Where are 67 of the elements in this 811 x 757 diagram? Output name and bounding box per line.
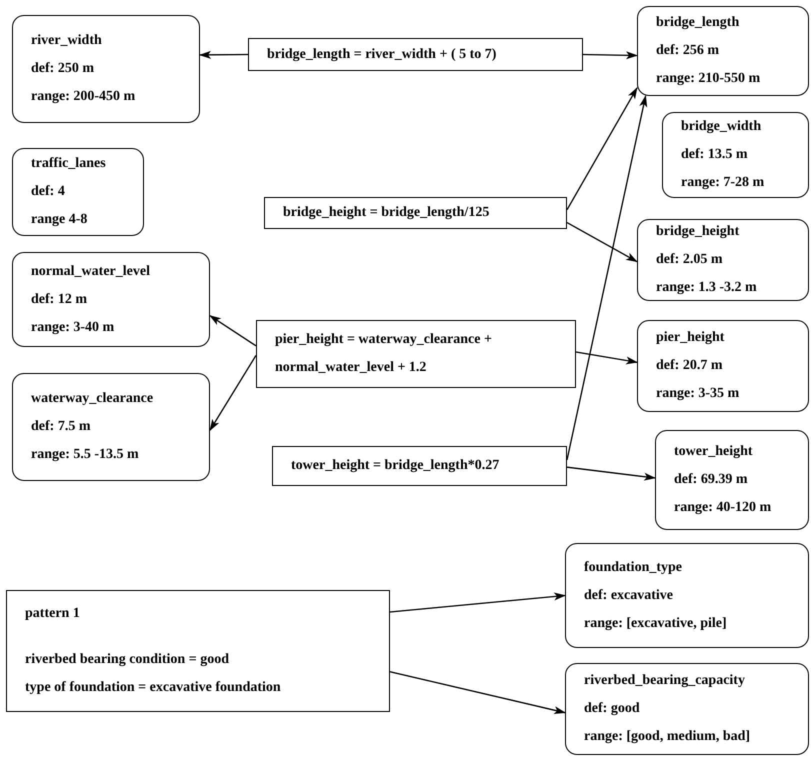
node-text: def: 4 — [31, 183, 66, 201]
node-text: range: 210-550 m — [656, 70, 762, 88]
parameter-box — [637, 320, 809, 412]
formula-text: bridge_length = river_width + ( 5 to 7) — [267, 46, 498, 64]
parameter-box — [12, 148, 144, 236]
node-title: tower_height — [674, 443, 754, 461]
node-text: range 4-8 — [31, 211, 88, 229]
node-title: normal_water_level — [31, 262, 151, 280]
node-text: def: good — [584, 700, 641, 718]
node-text: def: 13.5 m — [681, 146, 748, 164]
node-title: bridge_length — [656, 14, 740, 32]
arrow — [582, 51, 638, 60]
node-title: river_width — [31, 32, 103, 50]
parameter-box — [565, 663, 809, 755]
node-title: traffic_lanes — [31, 155, 107, 173]
node-text: def: 69.39 m — [674, 471, 748, 489]
arrow — [199, 50, 248, 59]
node-text: range: [excavative, pile] — [584, 614, 728, 632]
node-title: pattern 1 — [25, 605, 81, 623]
node-title: waterway_clearance — [31, 390, 154, 408]
formula-box — [272, 446, 567, 486]
parameter-box — [12, 252, 210, 347]
formula-box — [256, 320, 576, 388]
arrow — [576, 351, 638, 364]
formula-text: bridge_height = bridge_length/125 — [283, 204, 490, 222]
parameter-box — [565, 543, 809, 648]
arrow — [566, 95, 648, 460]
parameter-box — [637, 6, 809, 96]
node-text: range: 1.3 -3.2 m — [656, 279, 758, 297]
node-text: def: 256 m — [656, 42, 720, 60]
node-text: range: [good, medium, bad] — [584, 728, 752, 746]
parameter-box — [637, 219, 809, 301]
node-text: def: 2.05 m — [656, 251, 724, 269]
arrow — [209, 315, 256, 346]
arrow — [390, 592, 566, 613]
node-text: def: 7.5 m — [31, 418, 92, 436]
formula-text: pier_height = waterway_clearance + normal_water_level + 1.2 — [275, 331, 493, 377]
node-text: range: 3-40 m — [31, 318, 116, 336]
parameter-box — [12, 373, 210, 481]
node-text: range: 40-120 m — [674, 499, 772, 517]
node-text: range: 5.5 -13.5 m — [31, 446, 140, 464]
node-title: bridge_width — [681, 118, 762, 136]
node-text: def: 20.7 m — [656, 357, 724, 375]
formula-text: tower_height = bridge_length*0.27 — [291, 457, 500, 475]
formula-box — [264, 197, 567, 229]
node-text: range: 3-35 m — [656, 385, 740, 403]
node-text: def: 250 m — [31, 60, 95, 78]
node-title: bridge_height — [656, 223, 740, 241]
node-text: range: 200-450 m — [31, 88, 136, 106]
parameter-box — [655, 430, 809, 530]
node-title: foundation_type — [584, 558, 684, 576]
parameter-box — [12, 15, 200, 123]
parameter-box — [662, 112, 809, 198]
node-text: riverbed bearing condition = good — [25, 651, 230, 669]
arrow — [566, 87, 638, 210]
arrow — [566, 222, 638, 262]
arrow — [566, 466, 656, 481]
node-title: pier_height — [656, 329, 726, 347]
node-title: riverbed_bearing_capacity — [584, 672, 746, 690]
node-text: type of foundation = excavative foundation — [25, 679, 282, 697]
node-text: def: excavative — [584, 586, 674, 604]
node-text: def: 12 m — [31, 290, 88, 308]
node-text: range: 7-28 m — [681, 174, 766, 192]
pattern-box — [6, 590, 390, 712]
arrow — [390, 671, 566, 714]
arrow — [209, 355, 257, 432]
formula-box — [248, 38, 583, 71]
